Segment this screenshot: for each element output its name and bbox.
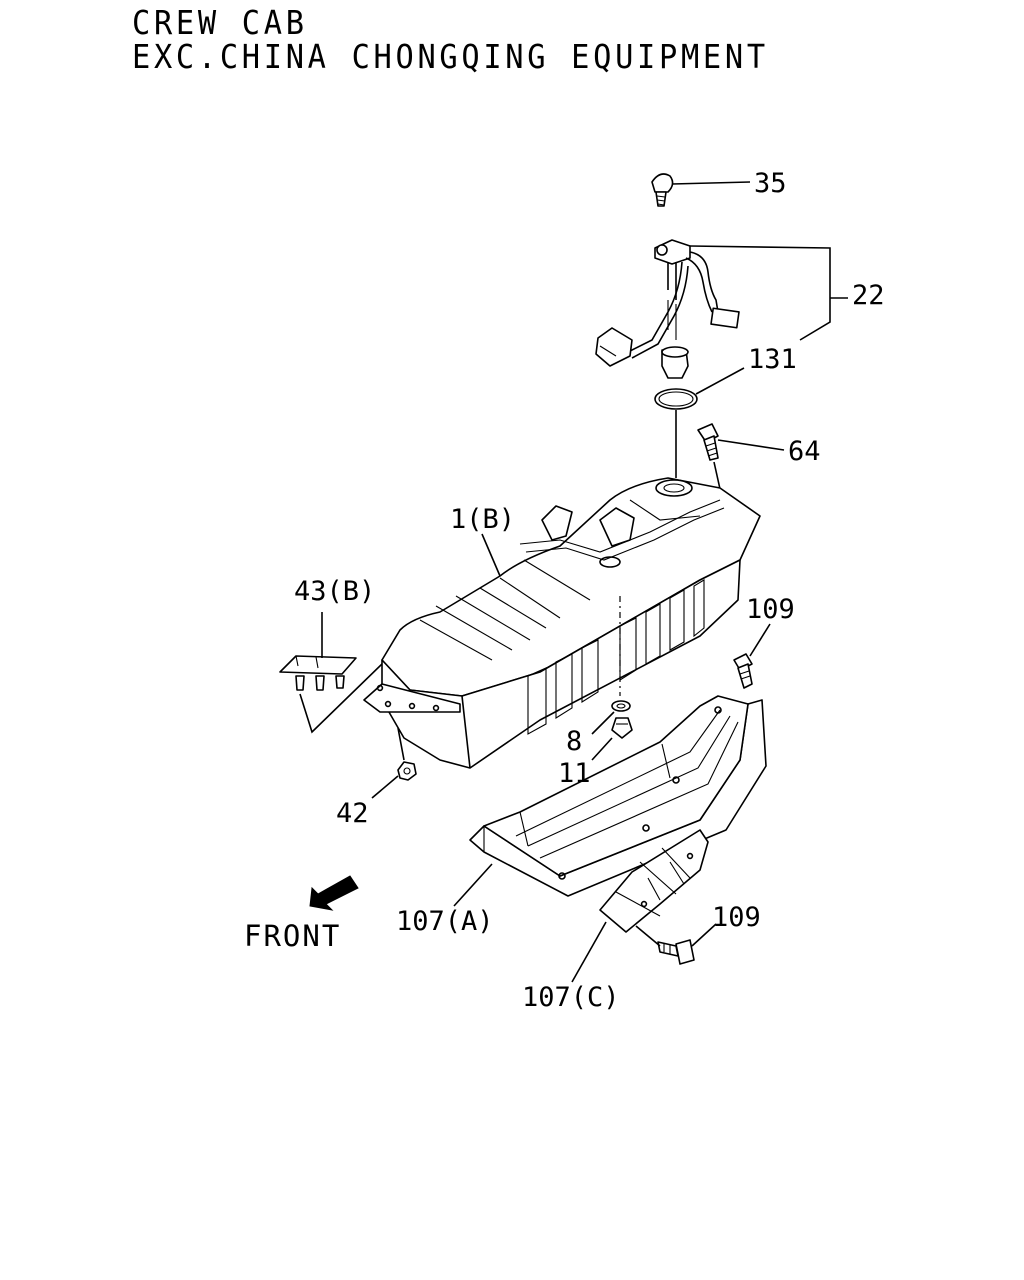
skid-plate-107a[interactable] bbox=[469, 695, 767, 897]
leader-131 bbox=[695, 367, 745, 395]
o-ring-131[interactable] bbox=[654, 388, 698, 410]
callout-107a: 107(A) bbox=[396, 906, 494, 937]
callout-43b: 43(B) bbox=[294, 576, 375, 607]
fuel-tank-1b[interactable] bbox=[363, 477, 761, 769]
callout-109-upper: 109 bbox=[746, 594, 795, 625]
front-direction-label: FRONT bbox=[244, 919, 341, 953]
leader-109-lower bbox=[691, 923, 717, 947]
fuel-pump-assembly-22[interactable] bbox=[595, 239, 740, 379]
assembly-line-42 bbox=[397, 727, 405, 761]
leader-8 bbox=[591, 711, 615, 735]
assembly-line-43b bbox=[299, 663, 383, 734]
side-guard-107c[interactable] bbox=[599, 829, 709, 933]
leader-22-bracket bbox=[689, 245, 831, 341]
callout-8: 8 bbox=[566, 726, 582, 757]
diagram-header: CREW CAB EXC.CHINA CHONGQING EQUIPMENT bbox=[132, 6, 824, 74]
leader-107c bbox=[571, 921, 607, 983]
leader-35 bbox=[671, 181, 751, 185]
nut-42[interactable] bbox=[397, 761, 417, 781]
bracket-43b[interactable] bbox=[279, 655, 357, 691]
screw-35[interactable] bbox=[651, 173, 674, 207]
callout-1b: 1(B) bbox=[450, 504, 515, 535]
header-line-2: EXC.CHINA CHONGQING EQUIPMENT bbox=[132, 37, 769, 76]
callout-11: 11 bbox=[558, 758, 591, 789]
callout-22: 22 bbox=[852, 280, 885, 311]
leader-1b bbox=[481, 533, 501, 577]
leader-11 bbox=[591, 737, 613, 761]
leader-64 bbox=[717, 439, 785, 451]
washer-8[interactable] bbox=[611, 700, 631, 712]
callout-131: 131 bbox=[748, 344, 797, 375]
callout-107c: 107(C) bbox=[522, 982, 620, 1013]
header-line-1: CREW CAB bbox=[132, 3, 308, 42]
callout-64: 64 bbox=[788, 436, 821, 467]
callout-42: 42 bbox=[336, 798, 369, 829]
bolt-109-upper[interactable] bbox=[733, 653, 753, 689]
bolt-109-lower[interactable] bbox=[657, 939, 695, 965]
callout-109-lower: 109 bbox=[712, 902, 761, 933]
assembly-line-109-lower bbox=[635, 925, 661, 947]
drain-plug-11[interactable] bbox=[611, 717, 633, 739]
front-arrow-icon bbox=[309, 875, 359, 911]
leader-107a bbox=[453, 863, 493, 907]
bolt-64[interactable] bbox=[697, 423, 719, 461]
leader-42 bbox=[371, 775, 399, 799]
leader-109-upper bbox=[749, 623, 771, 657]
callout-35: 35 bbox=[754, 168, 787, 199]
